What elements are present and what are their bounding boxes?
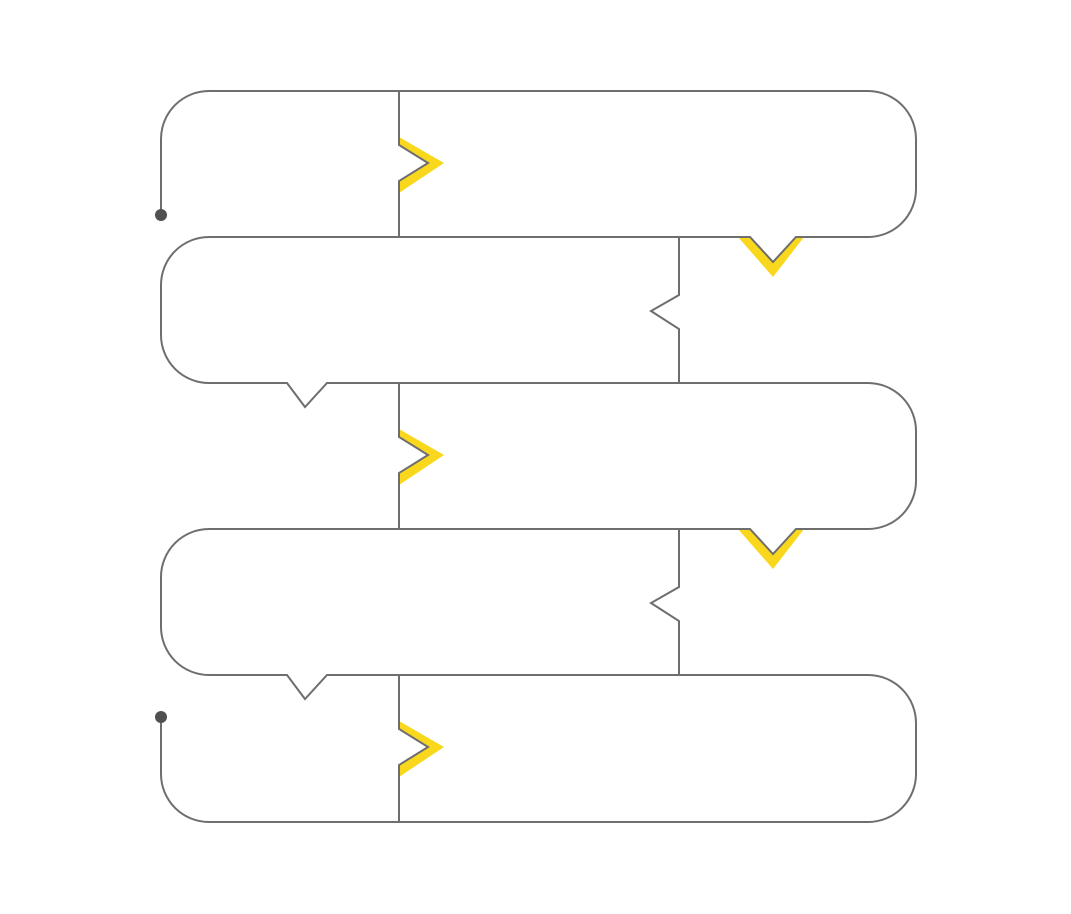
stage-5-outline bbox=[160, 674, 917, 823]
chevron-right-icon-2 bbox=[399, 429, 444, 485]
chevron-down-icon-1 bbox=[738, 237, 804, 277]
endpoints bbox=[155, 209, 167, 723]
stage-4-divider bbox=[649, 529, 680, 675]
end-dot-icon bbox=[155, 711, 167, 723]
stage-1-divider bbox=[398, 91, 430, 237]
start-dot-icon bbox=[155, 209, 167, 221]
stage-2-divider bbox=[649, 237, 680, 383]
chevron-down-icon-2 bbox=[738, 529, 804, 569]
stage-5-divider bbox=[398, 675, 430, 822]
chevron-right-icon-3 bbox=[399, 721, 444, 777]
chevron-right-icon-1 bbox=[399, 137, 444, 193]
stage-1-outline bbox=[160, 90, 917, 264]
stage-3-divider bbox=[398, 383, 430, 529]
accent-chevrons bbox=[399, 137, 804, 777]
stage-2-outline bbox=[160, 236, 679, 409]
stage-3-outline bbox=[327, 382, 917, 556]
flow-lines bbox=[160, 90, 917, 823]
stage-4-outline bbox=[160, 528, 679, 701]
